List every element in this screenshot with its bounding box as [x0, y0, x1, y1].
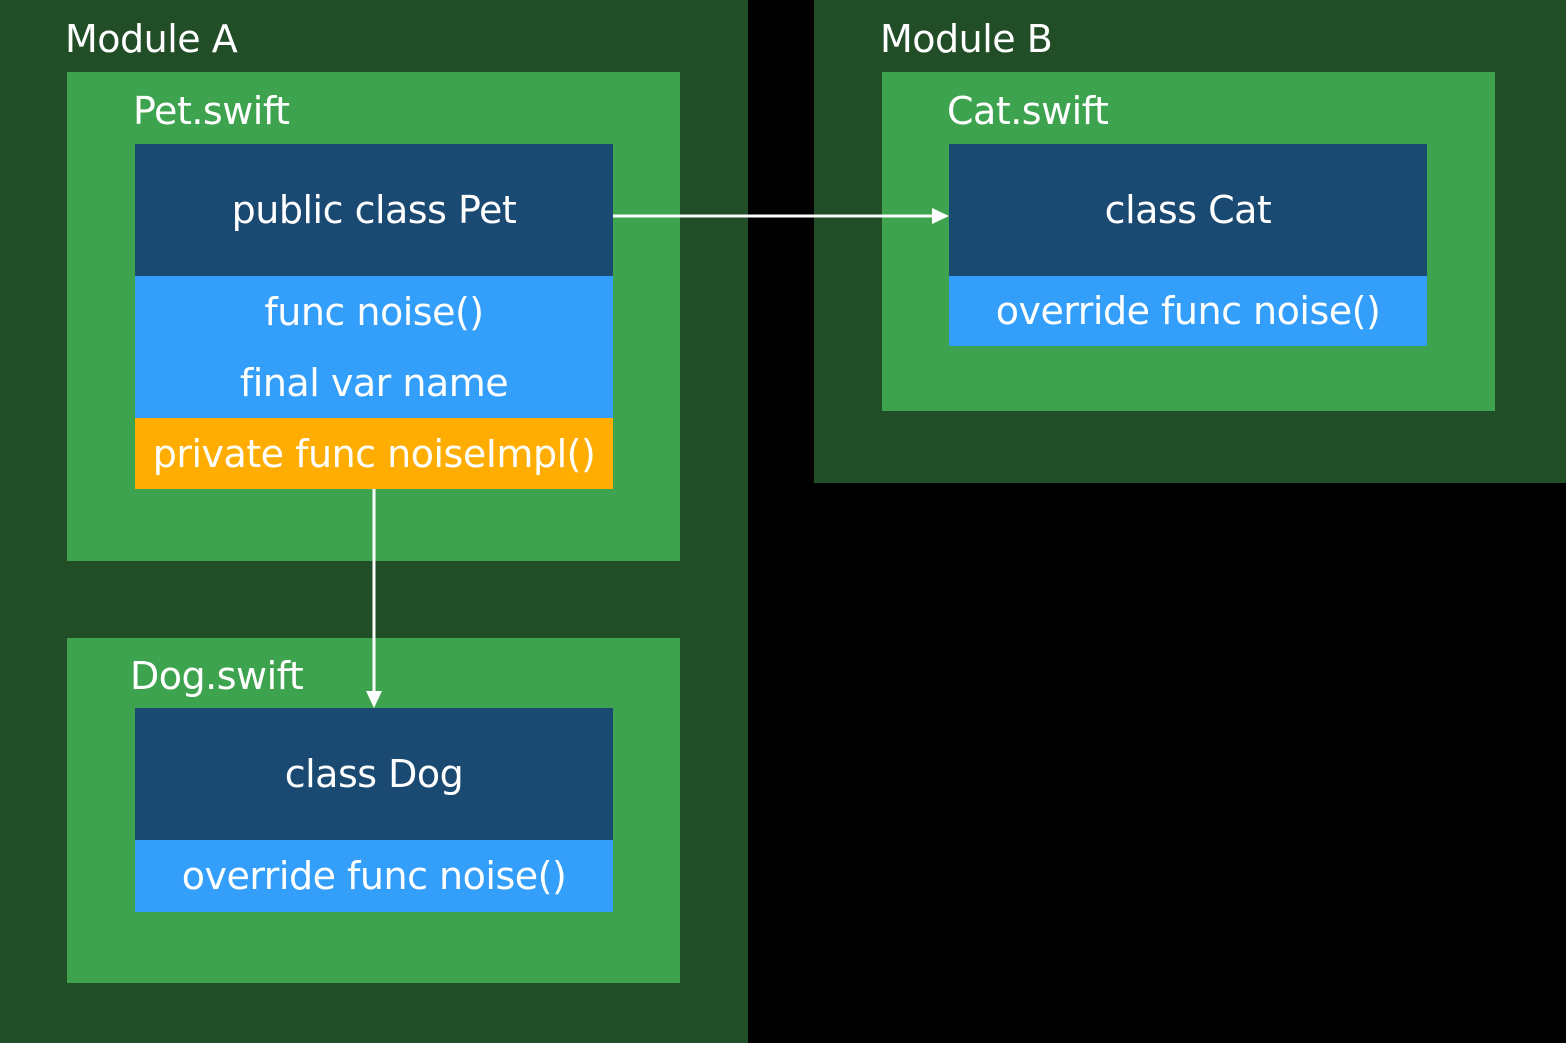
arrow-pet-to-cat [613, 208, 949, 224]
cat-member-noise: override func noise() [949, 276, 1427, 346]
pet-member-name: final var name [135, 348, 613, 418]
pet-member-noise: func noise() [135, 276, 613, 348]
pet-private-member-noiseimpl: private func noiseImpl() [135, 418, 613, 489]
cat-swift-file-title: Cat.swift [947, 89, 1109, 133]
pet-class-header: public class Pet [135, 144, 613, 276]
arrow-pet-to-dog [366, 489, 382, 708]
cat-swift-file: Cat.swift class Cat override func noise(… [882, 72, 1495, 411]
module-a-title: Module A [65, 17, 238, 61]
dog-class-header: class Dog [135, 708, 613, 840]
dog-member-noise: override func noise() [135, 840, 613, 912]
pet-swift-file: Pet.swift public class Pet func noise() … [67, 72, 680, 561]
pet-swift-file-title: Pet.swift [133, 89, 290, 133]
cat-class-header: class Cat [949, 144, 1427, 276]
module-b-title: Module B [880, 17, 1053, 61]
dog-swift-file-title: Dog.swift [130, 654, 304, 698]
